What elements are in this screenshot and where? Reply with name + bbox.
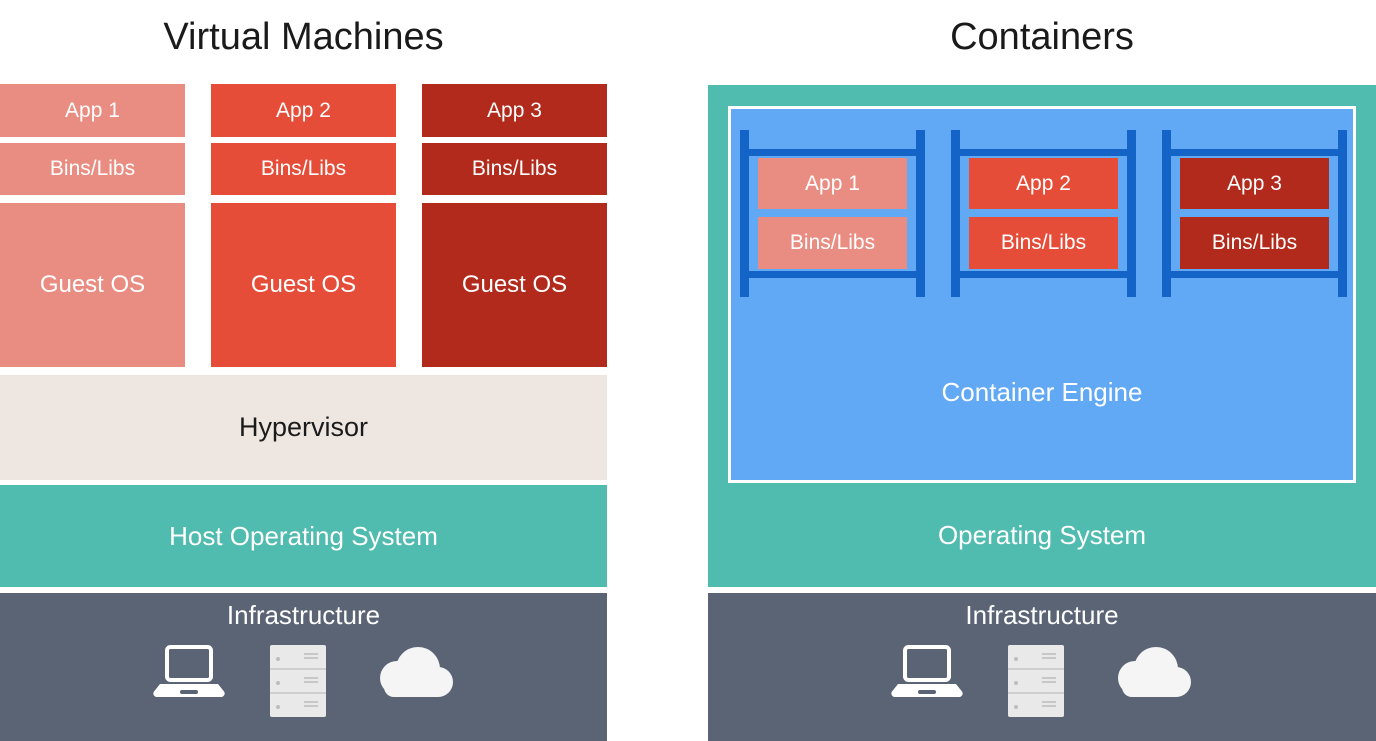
container3-bins-libs-box: Bins/Libs	[1180, 217, 1329, 269]
vm3-app-box: App 3	[422, 84, 607, 137]
operating-system-label: Operating System	[937, 519, 1147, 550]
rack-post-right	[916, 130, 925, 297]
rack-shelf-top	[749, 149, 916, 156]
rack-post-left	[1162, 130, 1171, 297]
infrastructure-icons	[708, 645, 1376, 722]
container-rack-1: App 1 Bins/Libs	[740, 130, 925, 297]
container-engine-label: Container Engine	[941, 376, 1143, 407]
rack-shelf-bottom	[960, 271, 1127, 278]
rack-shelf-top	[960, 149, 1127, 156]
infrastructure-label: Infrastructure	[226, 600, 381, 630]
hypervisor-bar: Hypervisor	[0, 375, 607, 480]
infrastructure-icons	[0, 645, 607, 722]
rack-shelf-bottom	[1171, 271, 1338, 278]
infrastructure-bar-left: Infrastructure	[0, 593, 607, 741]
container2-bins-libs-box: Bins/Libs	[969, 217, 1118, 269]
container2-app-box: App 2	[969, 158, 1118, 209]
rack-shelf-top	[1171, 149, 1338, 156]
rack-post-right	[1127, 130, 1136, 297]
vm2-app-box: App 2	[211, 84, 396, 137]
vm1-guest-os-box: Guest OS	[0, 203, 185, 367]
vm3-guest-os-box: Guest OS	[422, 203, 607, 367]
rack-post-left	[740, 130, 749, 297]
laptop-icon	[152, 645, 226, 704]
server-icon	[269, 645, 326, 722]
vm2-bins-libs-box: Bins/Libs	[211, 143, 396, 195]
virtual-machines-title: Virtual Machines	[163, 16, 444, 59]
cloud-icon	[1108, 645, 1194, 704]
containers-title: Containers	[950, 16, 1134, 59]
hypervisor-label: Hypervisor	[238, 412, 369, 442]
vm2-guest-os-box: Guest OS	[211, 203, 396, 367]
rack-post-right	[1338, 130, 1347, 297]
container-rack-2: App 2 Bins/Libs	[951, 130, 1136, 297]
vm1-bins-libs-box: Bins/Libs	[0, 143, 185, 195]
container1-app-box: App 1	[758, 158, 907, 209]
rack-post-left	[951, 130, 960, 297]
infrastructure-label: Infrastructure	[965, 600, 1119, 630]
container1-bins-libs-box: Bins/Libs	[758, 217, 907, 269]
rack-shelf-bottom	[749, 271, 916, 278]
container-rack-3: App 3 Bins/Libs	[1162, 130, 1347, 297]
host-os-bar: Host Operating System	[0, 485, 607, 587]
laptop-icon	[890, 645, 964, 704]
infrastructure-bar-right: Infrastructure	[708, 593, 1376, 741]
container3-app-box: App 3	[1180, 158, 1329, 209]
vm1-app-box: App 1	[0, 84, 185, 137]
vm3-bins-libs-box: Bins/Libs	[422, 143, 607, 195]
cloud-icon	[370, 645, 456, 704]
server-icon	[1008, 645, 1064, 722]
